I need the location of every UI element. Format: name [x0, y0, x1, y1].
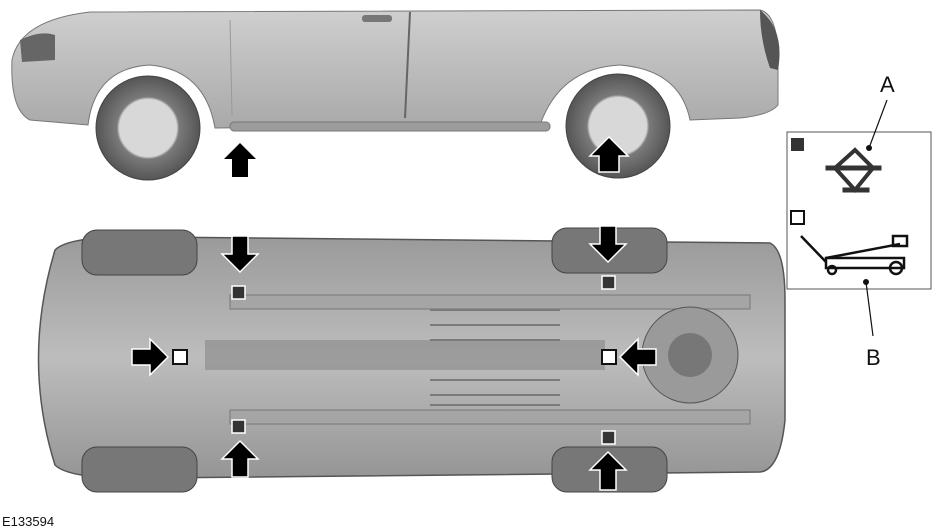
rear-wheel [565, 73, 671, 179]
leader-line-b [865, 281, 874, 337]
jack-point-filled [231, 285, 246, 300]
callout-b: B [866, 345, 881, 370]
arrow-left-icon [618, 337, 657, 377]
jack-point-open [601, 349, 617, 365]
scissor-jack-icon [825, 147, 882, 194]
arrow-up-icon [220, 439, 260, 478]
floor-jack-icon [800, 234, 909, 276]
arrow-down-icon [588, 225, 628, 264]
legend-open-square [790, 210, 805, 225]
arrow-right-icon [131, 337, 170, 377]
arrow-up-icon [224, 143, 256, 177]
arrow-up-icon [588, 135, 630, 173]
front-wheel [95, 75, 201, 181]
callout-a: A [880, 72, 895, 97]
jack-point-filled [601, 275, 616, 290]
legend-box [786, 131, 932, 290]
jack-point-open [172, 349, 188, 365]
legend-filled-square [791, 138, 804, 151]
jack-point-filled [601, 430, 616, 445]
jack-point-filled [231, 419, 246, 434]
leader-line-a [868, 99, 888, 149]
truck-body [11, 9, 779, 129]
arrow-down-icon [220, 235, 260, 274]
arrow-up-icon [588, 450, 628, 491]
figure-id-label: E133594 [2, 514, 55, 529]
